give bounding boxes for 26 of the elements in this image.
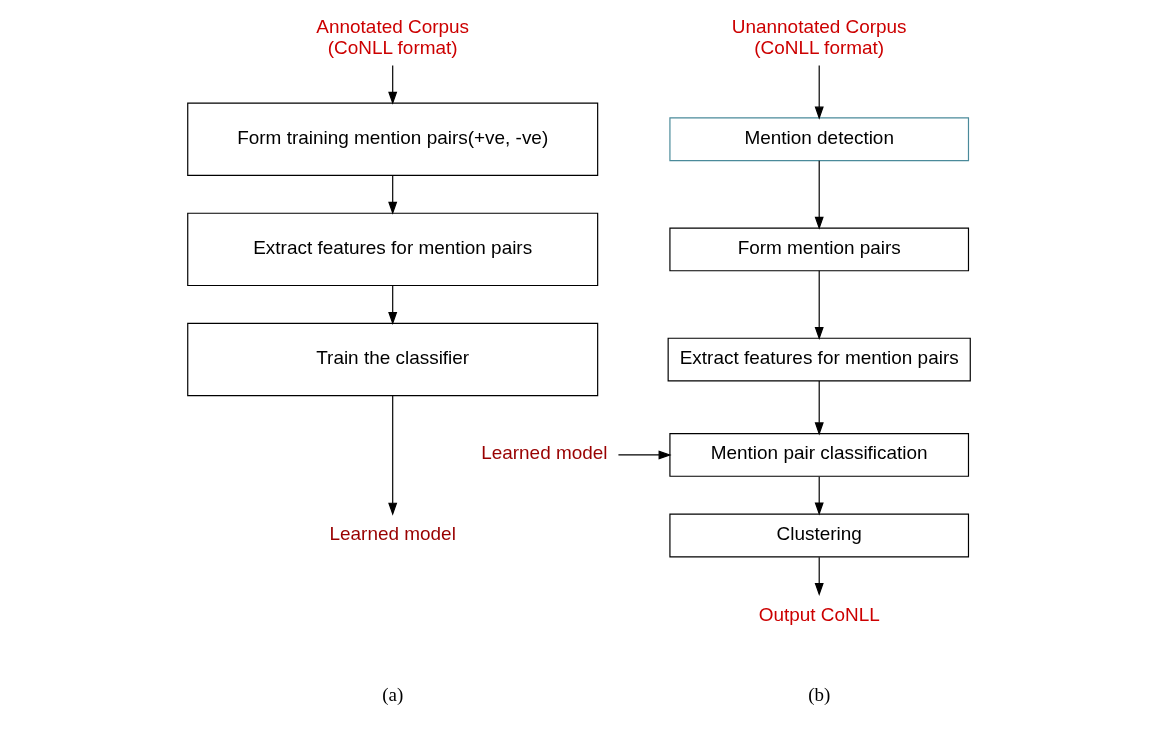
arrow [814,160,824,230]
arrow [388,395,398,516]
arrow [388,64,398,105]
node-text: Annotated Corpus (CoNLL format) [316,15,470,59]
node-text: Learned model [329,523,456,545]
arrow [814,556,824,596]
arrow [617,450,672,460]
arrow [814,270,824,340]
node-box: Form mention pairs [669,227,970,272]
node-box: Extract features for mention pairs [187,212,599,287]
node-text: Learned model [481,442,608,464]
arrow [388,174,398,215]
arrow [388,285,398,325]
arrow [814,64,824,120]
node-box: Clustering [669,513,970,558]
node-box: Mention pair classification [669,433,970,477]
node-text: Unannotated Corpus (CoNLL format) [731,15,907,59]
arrow [814,380,824,436]
node-box: Train the classifier [187,322,599,397]
arrow [814,476,824,516]
node-box: Form training mention pairs(+ve, -ve) [187,102,599,176]
label: (b) [808,684,831,706]
label: (a) [382,684,404,706]
node-box: Extract features for mention pairs [667,337,971,382]
node-box: Mention detection [669,117,970,162]
node-text: Output CoNLL [758,603,880,625]
